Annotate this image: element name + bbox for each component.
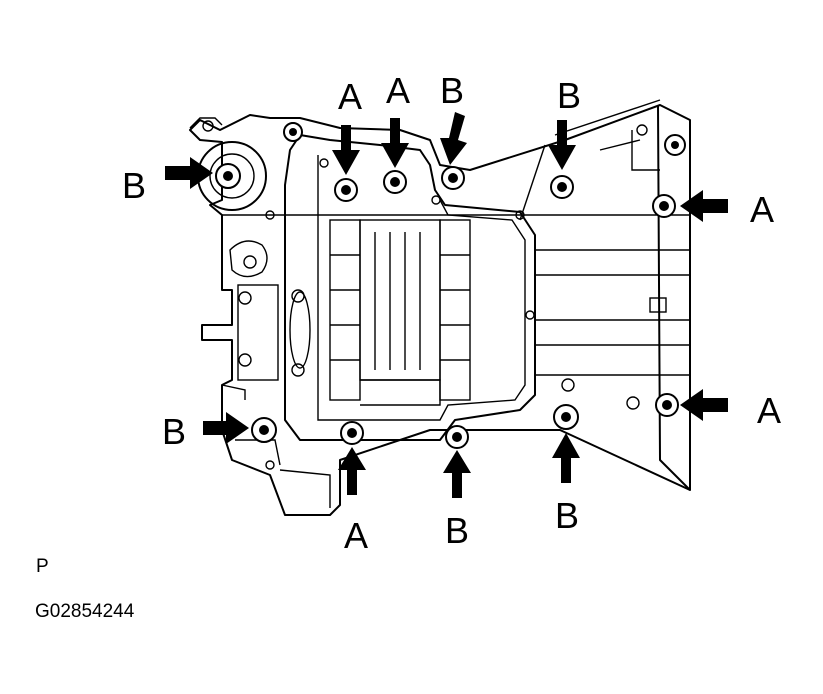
- callout-bottom-b1: B: [445, 510, 469, 551]
- bolt-top-b1: [441, 166, 465, 190]
- bolt-top-a1: [334, 178, 358, 202]
- arrow-right-a-bottom: [680, 389, 728, 421]
- arrow-top-a1: [332, 125, 360, 175]
- bolt-right-a-extra: [664, 134, 686, 156]
- callout-bottom-a: A: [344, 515, 368, 556]
- bolt-bottom-b2: [553, 404, 579, 430]
- bolt-bottom-a: [340, 421, 364, 445]
- bolt-bottom-b1: [445, 425, 469, 449]
- arrow-top-b2: [548, 120, 576, 170]
- arrow-bottom-b2: [552, 433, 580, 483]
- callout-top-b2: B: [557, 75, 581, 116]
- arrow-bottom-b1: [443, 450, 471, 498]
- arrow-top-a2: [381, 118, 409, 168]
- bolt-top-a2: [383, 170, 407, 194]
- arrow-top-b1: [440, 112, 467, 165]
- callout-top-a1: A: [338, 76, 362, 117]
- oil-pan-drawing: [189, 99, 691, 516]
- callout-top-a2: A: [386, 70, 410, 111]
- callout-left-b-bottom: B: [162, 411, 186, 452]
- arrows: [165, 112, 728, 498]
- callout-top-b1: B: [440, 70, 464, 111]
- callout-labels: A A B B B A A B A B B: [122, 70, 781, 556]
- view-code: P: [36, 556, 49, 577]
- bolt-top-left-small: [283, 122, 303, 142]
- bolt-right-a-top: [652, 194, 676, 218]
- bolt-left-b-bottom: [251, 417, 277, 443]
- bolt-left-b-top: [215, 163, 241, 189]
- callout-bottom-b2: B: [555, 495, 579, 536]
- arrow-bottom-a: [338, 447, 366, 495]
- bolt-right-a-bottom: [655, 393, 679, 417]
- callout-left-b-top: B: [122, 165, 146, 206]
- arrow-left-b-top: [165, 157, 213, 189]
- bolt-top-b2: [550, 175, 574, 199]
- bolts: [215, 122, 686, 449]
- arrow-right-a-top: [680, 190, 728, 222]
- figure-id: G02854244: [35, 601, 135, 622]
- callout-right-a-top: A: [750, 189, 774, 230]
- callout-right-a-bottom: A: [757, 390, 781, 431]
- arrow-left-b-bottom: [203, 412, 249, 444]
